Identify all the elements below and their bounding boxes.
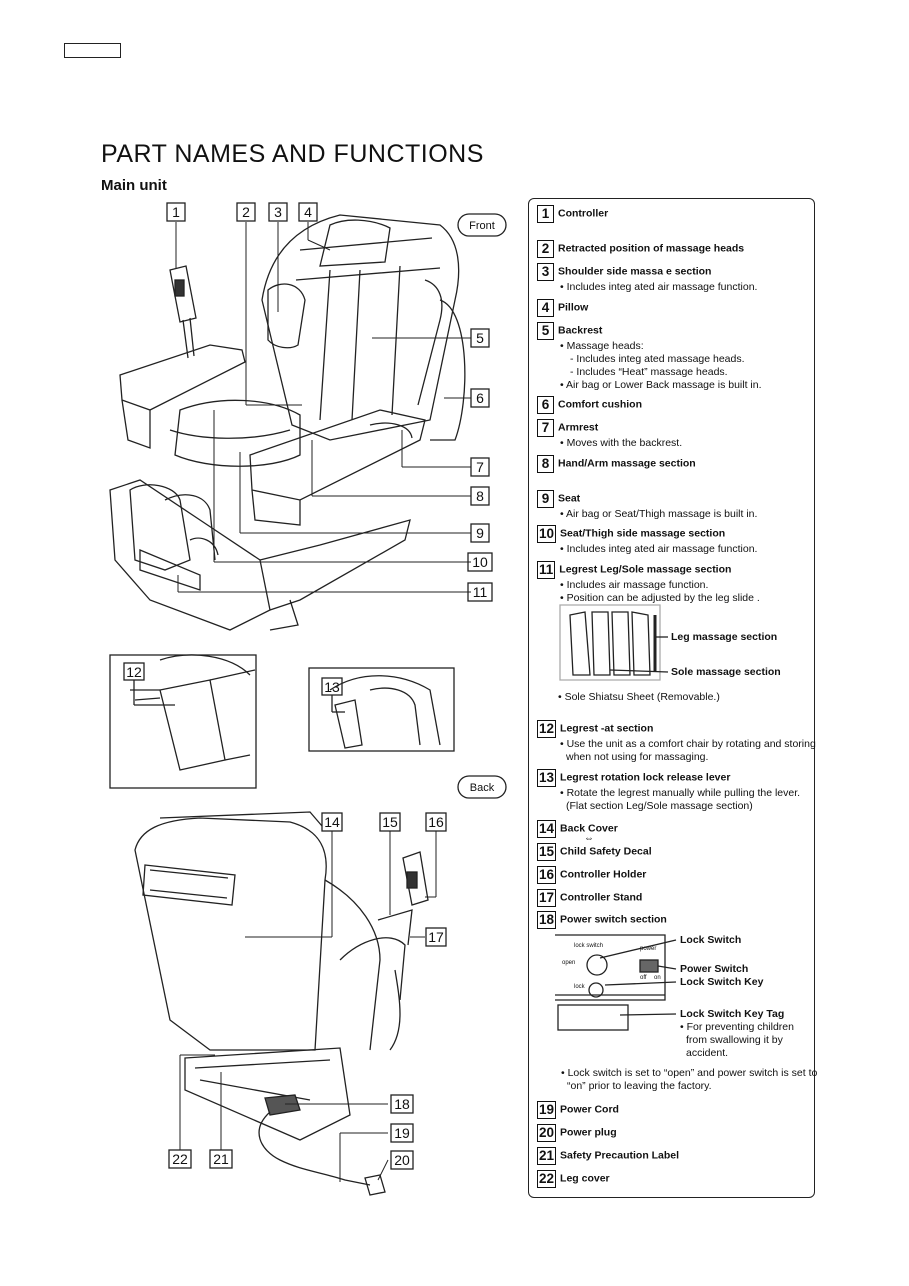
callout-18: 18 bbox=[394, 1096, 410, 1112]
back-label: Back bbox=[470, 782, 495, 794]
page-title: PART NAMES AND FUNCTIONS bbox=[101, 140, 484, 168]
part-list-panel bbox=[528, 198, 815, 1198]
inset-legrest-flat bbox=[109, 654, 257, 789]
callout-15: 15 bbox=[382, 814, 398, 830]
front-leader-lines bbox=[175, 222, 471, 593]
callout-1: 1 bbox=[172, 204, 180, 220]
callout-14: 14 bbox=[324, 814, 340, 830]
inset-lock-lever bbox=[308, 667, 455, 752]
power-switch-label: Power Switch bbox=[680, 963, 749, 975]
callout-4: 4 bbox=[304, 204, 312, 220]
front-pill bbox=[457, 213, 507, 237]
tiny-off: off bbox=[640, 975, 647, 981]
leg-massage-label: Leg massage section bbox=[671, 631, 778, 643]
callout-20: 20 bbox=[394, 1152, 410, 1168]
header-box bbox=[64, 43, 121, 58]
factory-note-1: • Lock switch is set to “open” and power… bbox=[561, 1067, 818, 1079]
sole-massage-label: Sole massage section bbox=[671, 666, 781, 678]
arrow-symbol: ⇔ bbox=[584, 833, 594, 844]
tiny-open: open bbox=[562, 960, 576, 966]
tiny-on: on bbox=[654, 975, 661, 981]
switch-detail-drawing bbox=[555, 934, 677, 1031]
callout-17: 17 bbox=[428, 929, 444, 945]
front-callouts bbox=[166, 202, 493, 602]
callout-21: 21 bbox=[213, 1151, 229, 1167]
callout-13: 13 bbox=[324, 679, 340, 695]
lock-switch-key-label: Lock Switch Key bbox=[680, 976, 764, 988]
callout-16: 16 bbox=[428, 814, 444, 830]
key-tag-note-2: from swallowing it by bbox=[686, 1034, 783, 1046]
back-callouts bbox=[168, 812, 447, 1170]
factory-note-2: “on” prior to leaving the factory. bbox=[567, 1080, 712, 1092]
page-subtitle: Main unit bbox=[101, 177, 167, 194]
callout-19: 19 bbox=[394, 1125, 410, 1141]
callout-12: 12 bbox=[126, 664, 142, 680]
tiny-power: power bbox=[640, 946, 657, 952]
back-leader-lines bbox=[179, 831, 437, 1182]
front-chair-drawing bbox=[109, 214, 466, 631]
key-tag-note-1: • For preventing children bbox=[680, 1021, 794, 1033]
front-label: Front bbox=[469, 220, 495, 232]
key-tag-label: Lock Switch Key Tag bbox=[680, 1008, 785, 1020]
callout-3: 3 bbox=[274, 204, 282, 220]
callout-8: 8 bbox=[476, 488, 484, 504]
back-chair-drawing bbox=[134, 811, 429, 1196]
sole-sheet-note: • Sole Shiatsu Sheet (Removable.) bbox=[558, 691, 720, 703]
key-tag-note-3: accident. bbox=[686, 1047, 729, 1059]
callout-9: 9 bbox=[476, 525, 484, 541]
lock-switch-label: Lock Switch bbox=[680, 934, 742, 946]
tiny-lock: lock bbox=[574, 984, 585, 990]
callout-11: 11 bbox=[473, 584, 488, 600]
tiny-lock-switch: lock switch bbox=[574, 943, 604, 949]
callout-7: 7 bbox=[476, 459, 484, 475]
back-pill bbox=[457, 775, 507, 799]
callout-10: 10 bbox=[472, 554, 488, 570]
callout-22: 22 bbox=[172, 1151, 188, 1167]
callout-6: 6 bbox=[476, 390, 484, 406]
leg-detail-drawing bbox=[559, 604, 669, 681]
callout-5: 5 bbox=[476, 330, 484, 346]
callout-2: 2 bbox=[242, 204, 250, 220]
